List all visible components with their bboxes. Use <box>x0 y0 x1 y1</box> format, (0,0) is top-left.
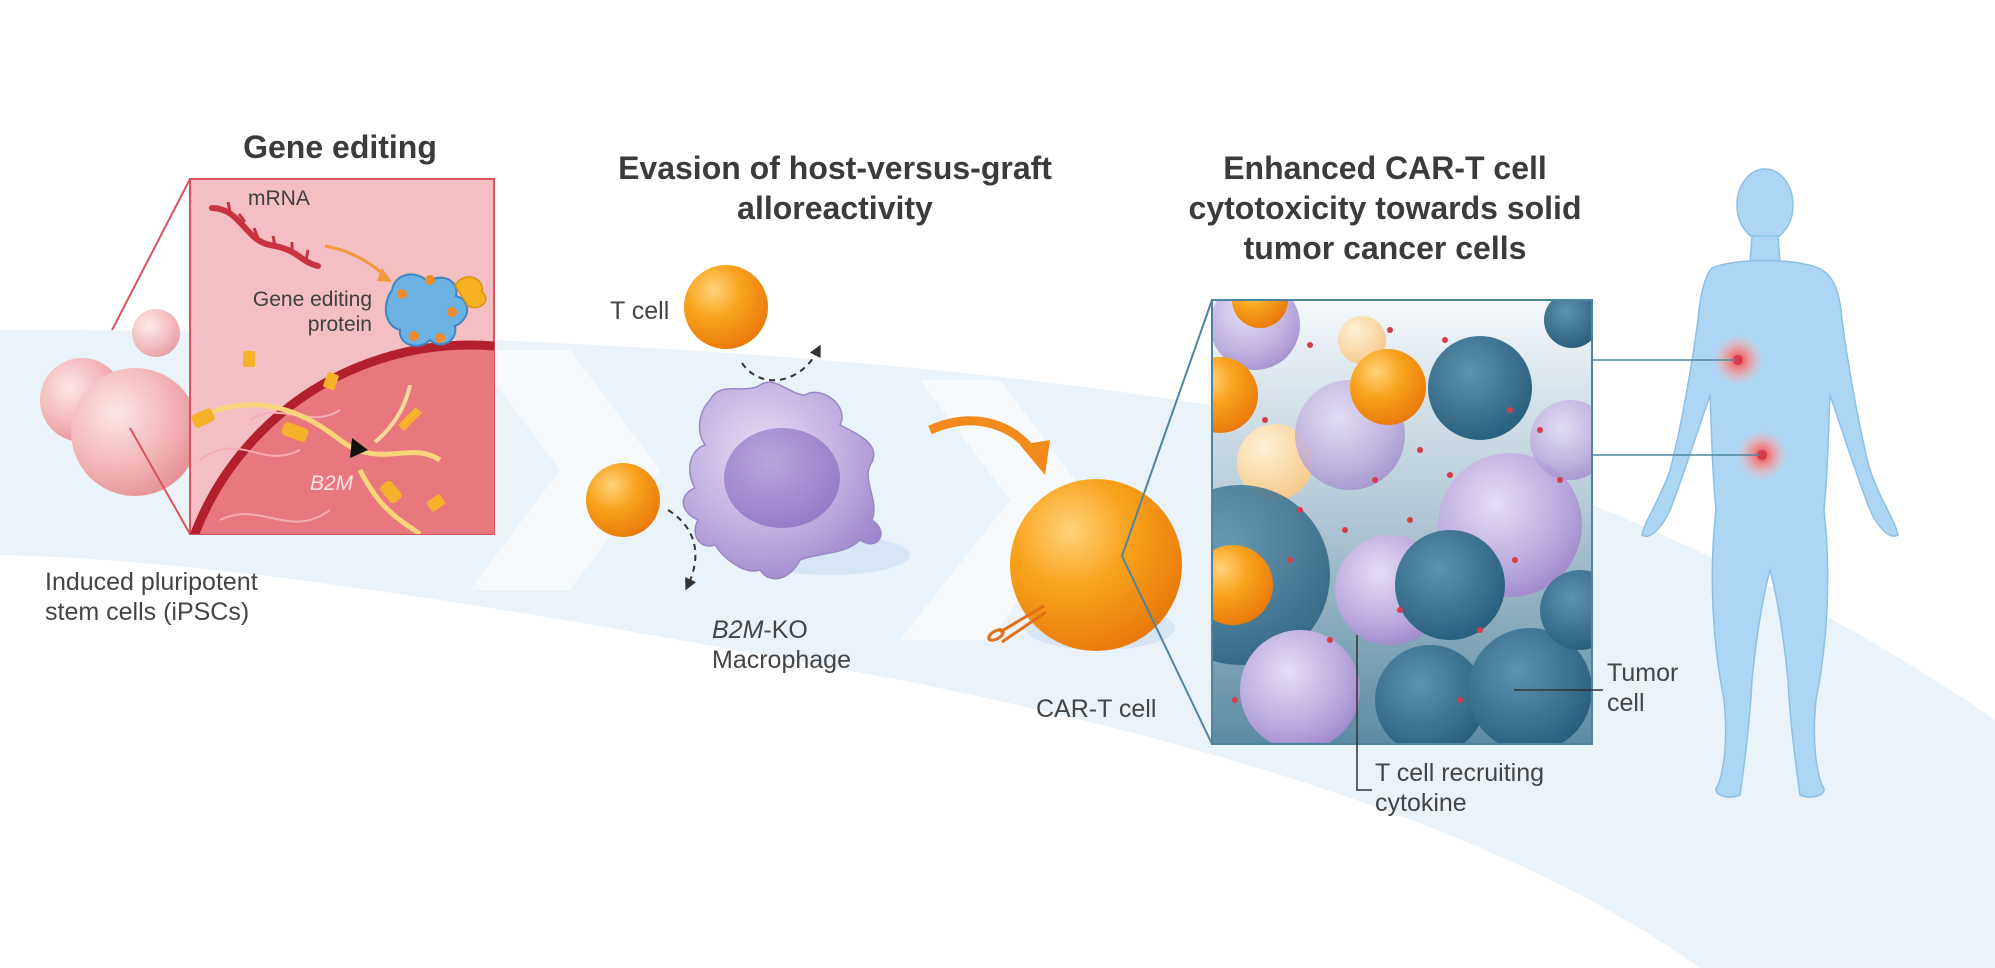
dashed-arrow-down <box>667 509 697 591</box>
t-cell-2 <box>586 463 660 537</box>
human-body-silhouette <box>1641 168 1899 798</box>
heading-evasion-line: Evasion of host-versus-graft <box>618 150 1052 186</box>
heading-gene-editing: Gene editing <box>243 129 437 165</box>
cytokine-dots <box>1232 327 1563 703</box>
label-cytokine: T cell recruiting cytokine <box>1375 758 1544 818</box>
cytokine-leader <box>1356 635 1372 791</box>
label-macrophage: B2M-KO Macrophage <box>712 615 851 675</box>
heading-enhanced-line: tumor cancer cells <box>1243 230 1527 266</box>
gene-editing-protein <box>384 273 487 347</box>
dashed-arrow-up <box>741 344 821 382</box>
heading-enhanced-line: Enhanced CAR-T cell <box>1223 150 1547 186</box>
label-gene-editing-protein: Gene editing protein <box>236 287 372 337</box>
label-line: T cell recruiting <box>1375 759 1545 787</box>
mrna-strand <box>209 205 321 269</box>
ipsc-cells <box>40 178 199 535</box>
heading-enhanced-line: cytotoxicity towards solid <box>1188 190 1582 226</box>
label-line: Gene editing <box>252 288 372 311</box>
label-line: Induced pluripotent <box>45 568 258 596</box>
label-mrna: mRNA <box>248 187 310 210</box>
gene-editing-box <box>189 178 495 535</box>
label-line: B2M-KO <box>712 615 851 645</box>
label-t-cell: T cell <box>610 297 670 325</box>
car-receptor <box>987 604 1047 644</box>
label-line: protein <box>307 313 372 336</box>
label-line: Macrophage <box>712 646 851 674</box>
label-line: cytokine <box>1375 789 1467 817</box>
label-b2m: B2M <box>310 472 354 495</box>
car-t-cell <box>1010 479 1182 651</box>
label-car-t-cell: CAR-T cell <box>1036 695 1157 723</box>
macrophage <box>682 381 882 580</box>
t-cell <box>684 265 768 349</box>
heading-evasion-line: alloreactivity <box>737 190 933 226</box>
label-ipsc: Induced pluripotent stem cells (iPSCs) <box>45 567 258 627</box>
label-line: cell <box>1607 689 1645 717</box>
heading-evasion: Evasion of host-versus-graft alloreactiv… <box>560 148 1110 228</box>
tumor-panel <box>1211 299 1603 791</box>
label-tumor-cell: Tumor cell <box>1607 658 1678 718</box>
label-macrophage-gene: B2M <box>712 616 764 644</box>
heading-enhanced: Enhanced CAR-T cell cytotoxicity towards… <box>1150 148 1620 268</box>
label-line: stem cells (iPSCs) <box>45 598 250 626</box>
label-line: Tumor <box>1607 659 1679 687</box>
label-macrophage-suffix: -KO <box>763 616 808 644</box>
